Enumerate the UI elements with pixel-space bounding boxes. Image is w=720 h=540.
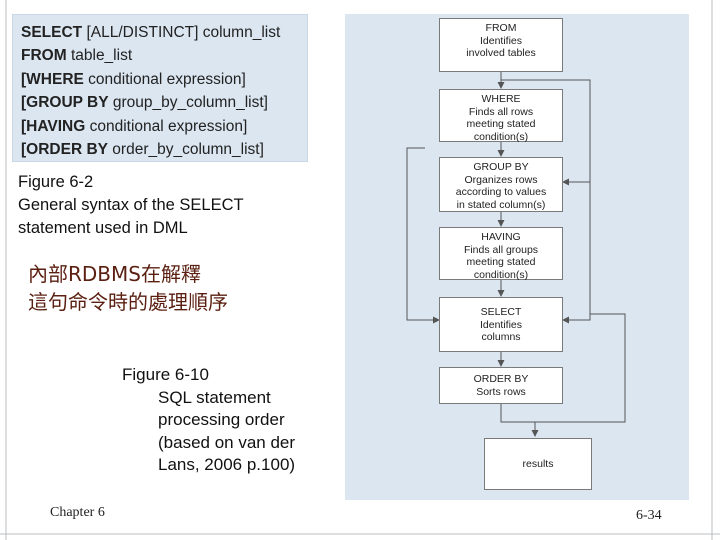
flow-box-where: WHERE Finds all rows meeting stated cond…: [439, 89, 563, 143]
syntax-line-order-by: [ORDER BY order_by_column_list]: [21, 138, 307, 161]
syntax-keyword: [ORDER BY: [21, 141, 108, 159]
bypass-line: [535, 313, 626, 423]
processing-order-diagram: FROM Identifies involved tables WHERE Fi…: [345, 14, 689, 500]
flow-arrow: [500, 404, 539, 437]
flow-box-title: results: [522, 458, 554, 470]
flow-box-title: SELECT: [480, 306, 522, 318]
syntax-text: conditional expression]: [85, 117, 248, 135]
select-syntax-box: SELECT [ALL/DISTINCT] column_list FROM t…: [12, 14, 308, 162]
flow-box-select: SELECT Identifies columns: [439, 297, 563, 352]
flow-box-desc: Finds all rows meeting stated condition(…: [466, 105, 536, 143]
flow-box-desc: Organizes rows according to values in st…: [455, 173, 547, 211]
flow-box-title: WHERE: [481, 93, 521, 105]
flow-box-order-by: ORDER BY Sorts rows: [439, 367, 563, 404]
syntax-line-select: SELECT [ALL/DISTINCT] column_list: [21, 21, 307, 44]
flow-box-group-by: GROUP BY Organizes rows according to val…: [439, 157, 563, 212]
page-number: 6-34: [636, 508, 662, 523]
syntax-keyword: [GROUP BY: [21, 94, 109, 112]
bypass-arrow: [501, 79, 591, 186]
caption-line: Lans, 2006 p.100): [158, 455, 296, 474]
flow-box-having: HAVING Finds all groups meeting stated c…: [439, 227, 563, 281]
syntax-line-group-by: [GROUP BY group_by_column_list]: [21, 91, 307, 114]
syntax-line-having: [HAVING conditional expression]: [21, 115, 307, 138]
bypass-arrow: [562, 154, 591, 324]
chapter-label: Chapter 6: [50, 505, 105, 520]
figure-6-10-caption: Figure 6-10 SQL statement processing ord…: [122, 364, 352, 477]
flow-box-title: HAVING: [481, 231, 521, 243]
syntax-text: [ALL/DISTINCT] column_list: [82, 24, 281, 41]
flow-box-title: GROUP BY: [473, 161, 529, 173]
syntax-keyword: FROM: [21, 47, 67, 65]
flow-box-title: ORDER BY: [473, 373, 529, 385]
caption-line: statement used in DML: [18, 219, 188, 237]
caption-line: processing order: [158, 410, 285, 429]
caption-line: SQL statement: [158, 387, 271, 407]
flow-box-desc: Identifies involved tables: [466, 34, 536, 60]
caption-line: (based on van der: [158, 432, 296, 452]
caption-line: General syntax of the SELECT: [18, 196, 244, 214]
syntax-keyword: [HAVING: [21, 117, 86, 135]
flow-box-from: FROM Identifies involved tables: [439, 18, 563, 72]
syntax-text: conditional expression]: [83, 70, 246, 88]
flow-box-desc: Sorts rows: [476, 385, 526, 398]
syntax-line-from: FROM table_list: [21, 44, 307, 67]
note-line: 這句命令時的處理順序: [28, 290, 228, 314]
flow-box-results: results: [484, 438, 592, 490]
caption-line: Figure 6-2: [18, 173, 94, 191]
syntax-text: table_list: [66, 47, 133, 65]
bypass-arrow: [406, 147, 440, 324]
flow-box-desc: Finds all groups meeting stated conditio…: [463, 243, 539, 281]
chinese-note: 內部RDBMS在解釋 這句命令時的處理順序: [28, 260, 338, 316]
flow-box-title: FROM: [485, 22, 517, 34]
syntax-text: group_by_column_list]: [108, 94, 268, 112]
caption-line: Figure 6-10: [122, 365, 209, 384]
syntax-keyword: SELECT: [21, 24, 83, 41]
flow-connectors: [406, 72, 626, 437]
figure-6-2-caption: Figure 6-2 General syntax of the SELECT …: [18, 171, 318, 240]
syntax-line-where: [WHERE conditional expression]: [21, 68, 307, 91]
note-line: 內部RDBMS在解釋: [28, 262, 201, 286]
syntax-text: order_by_column_list]: [107, 141, 264, 159]
flow-box-desc: Identifies columns: [479, 318, 523, 344]
syntax-keyword: [WHERE: [21, 70, 84, 88]
